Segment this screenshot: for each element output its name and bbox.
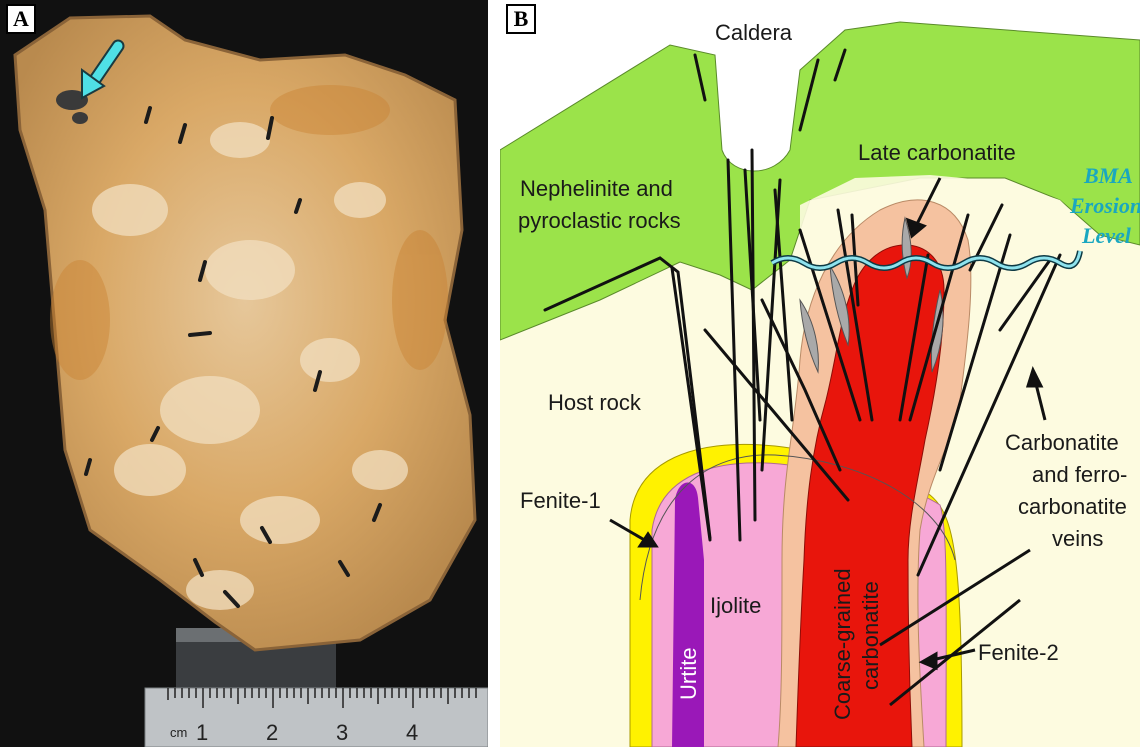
label-urtite: Urtite — [676, 647, 701, 700]
label-late-carbonatite: Late carbonatite — [858, 140, 1016, 165]
label-veins-line3: carbonatite — [1018, 494, 1127, 519]
label-bma-line1: BMA — [1083, 163, 1133, 188]
label-nephelinite-line1: Nephelinite and — [520, 176, 673, 201]
ruler-tick-1: 1 — [196, 720, 208, 745]
label-bma-line2: Erosion — [1069, 193, 1140, 218]
panel-letter-a: A — [6, 4, 36, 34]
label-veins-line4: veins — [1052, 526, 1103, 551]
label-coarse-line1: Coarse-grained — [830, 568, 855, 720]
label-bma-line3: Level — [1081, 223, 1132, 248]
specimen-photo-panel: A — [0, 0, 488, 747]
label-veins-line2: and ferro- — [1032, 462, 1127, 487]
ruler: cm 1 2 3 4 — [145, 688, 488, 747]
label-fenite-1: Fenite-1 — [520, 488, 601, 513]
label-coarse-line2: carbonatite — [858, 581, 883, 690]
label-nephelinite-line2: pyroclastic rocks — [518, 208, 681, 233]
label-caldera: Caldera — [715, 20, 793, 45]
label-fenite-2: Fenite-2 — [978, 640, 1059, 665]
specimen-photo: cm 1 2 3 4 — [0, 0, 488, 747]
label-ijolite: Ijolite — [710, 593, 761, 618]
cross-section-panel: B — [500, 0, 1140, 747]
cross-section-diagram: Caldera Late carbonatite BMA Erosion Lev… — [500, 0, 1140, 747]
ruler-tick-4: 4 — [406, 720, 418, 745]
ruler-tick-3: 3 — [336, 720, 348, 745]
label-host-rock: Host rock — [548, 390, 642, 415]
ruler-unit: cm — [170, 725, 187, 740]
urtite-area — [672, 482, 704, 747]
label-veins-line1: Carbonatite — [1005, 430, 1119, 455]
panel-letter-b: B — [506, 4, 536, 34]
ruler-tick-2: 2 — [266, 720, 278, 745]
